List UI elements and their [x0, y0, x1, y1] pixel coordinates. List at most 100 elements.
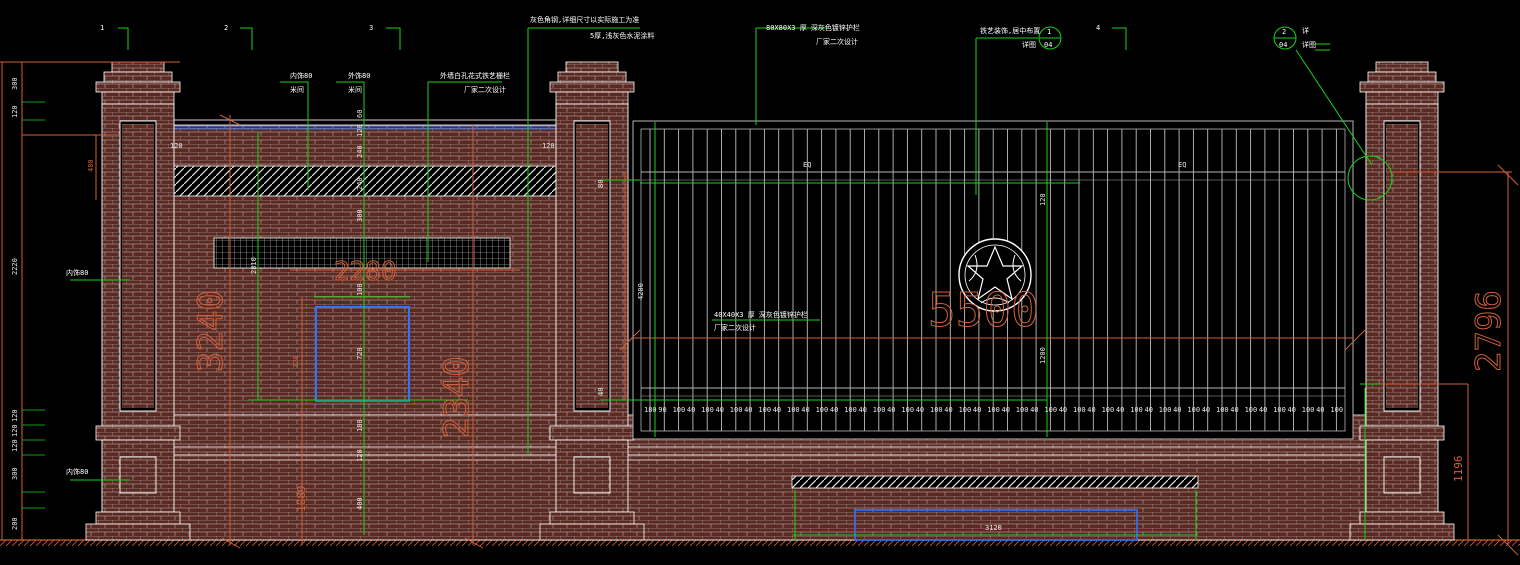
spacing-label: 40 [744, 406, 752, 414]
dim-300: 300 [356, 209, 364, 222]
grid-markers [118, 27, 1127, 50]
star-emblem [958, 238, 1032, 312]
spacing-label: 40 [1145, 406, 1153, 414]
spacing-label: 100 [1159, 406, 1172, 414]
spacing-label: 40 [1087, 406, 1095, 414]
spacing-label: 40 [773, 406, 781, 414]
spacing-label: 100 [873, 406, 886, 414]
ref-bubble-2-sheet: 04 [1279, 41, 1287, 49]
dim-80-top: 80 [597, 180, 605, 188]
spacing-label: 100 [730, 406, 743, 414]
spacing-label: 100 [1073, 406, 1086, 414]
pillar-left [85, 61, 191, 541]
pillar-right [1349, 61, 1455, 541]
ground-hatch [0, 540, 1520, 546]
callout-grille-2: 厂家二次设计 [464, 85, 506, 94]
callout-top-cap: 灰色角钢,详细尺寸以实际施工为准 [530, 15, 639, 24]
spacing-label: 100 [816, 406, 829, 414]
mesh-grille-panel [213, 237, 511, 269]
spacing-label: 40 [1059, 406, 1067, 414]
dim-1089: 1089 [295, 486, 308, 513]
dim-720-b: 720 [356, 347, 364, 360]
blue-window-frame [315, 306, 410, 402]
dim-400: 400 [356, 497, 364, 510]
dim-240-a: 240 [356, 145, 364, 158]
spacing-label: 100 [787, 406, 800, 414]
pillar-middle [539, 61, 645, 541]
spacing-label: 100 [1102, 406, 1115, 414]
spacing-label: 180 [644, 406, 657, 414]
spacing-label: 40 [1202, 406, 1210, 414]
spacing-label: 90 [658, 406, 666, 414]
spacing-label: 100 [930, 406, 943, 414]
spacing-label: 100 [758, 406, 771, 414]
spacing-label: 100 [1130, 406, 1143, 414]
callout-pillar-left-low: 内饰80 [66, 467, 88, 476]
spacing-label: 40 [687, 406, 695, 414]
spacing-label: 40 [973, 406, 981, 414]
dim-3240: 3240 [191, 290, 231, 372]
spacing-label: 40 [1230, 406, 1238, 414]
spacing-label: 40 [1288, 406, 1296, 414]
spacing-label: 100 [1216, 406, 1229, 414]
dim-120-rail: 120 [1039, 193, 1047, 206]
dim-2810: 2810 [250, 257, 258, 274]
grid-label-2: 2 [224, 24, 228, 32]
spacing-label: 40 [1259, 406, 1267, 414]
spacing-label: 40 [859, 406, 867, 414]
spacing-label: 100 [987, 406, 1000, 414]
spacing-label: 100 [1330, 406, 1343, 414]
dim-480: 480 [87, 159, 95, 172]
leader-lines [70, 27, 1465, 540]
dim-120-right: 120 [542, 142, 555, 150]
dim-left-bottom-120b: 120 [11, 424, 19, 437]
callout-detail: 详 [1302, 26, 1309, 35]
spacing-label: 100 [1302, 406, 1315, 414]
ref-bubble-1-num: 1 [1047, 28, 1051, 36]
callout-emblem: 铁艺装饰,居中布置 [980, 26, 1040, 35]
dim-2280: 2280 [334, 257, 397, 287]
spacing-label: 100 [673, 406, 686, 414]
callout-railing-mid-2: 厂家二次设计 [714, 323, 756, 332]
dim-5500: 5500 [928, 283, 1039, 337]
spacing-label: 100 [1044, 406, 1057, 414]
spacing-label: 40 [944, 406, 952, 414]
dim-left-120: 120 [11, 105, 19, 118]
dim-2796: 2796 [1469, 290, 1509, 372]
spacing-label: 40 [1316, 406, 1324, 414]
spacing-label: 100 [959, 406, 972, 414]
spacing-label: 100 [901, 406, 914, 414]
dim-40-low: 40 [597, 388, 605, 396]
callout-brick-in-2: 米间 [290, 85, 304, 94]
dim-eq-right: EQ [1178, 161, 1186, 169]
spacing-label: 40 [887, 406, 895, 414]
spacing-label: 40 [916, 406, 924, 414]
spacing-label: 40 [1173, 406, 1181, 414]
dim-100: 100 [356, 283, 364, 296]
spacing-label: 40 [716, 406, 724, 414]
dim-left-bottom-200: 200 [11, 517, 19, 530]
spacing-label: 40 [1030, 406, 1038, 414]
spacing-label: 40 [1116, 406, 1124, 414]
spacing-label: 100 [701, 406, 714, 414]
dimension-lines [0, 61, 1519, 556]
dim-left-bottom-300: 300 [11, 467, 19, 480]
dim-120-c: 120 [356, 449, 364, 462]
dim-720: 720 [292, 355, 300, 368]
spacing-label: 40 [830, 406, 838, 414]
callout-grille: 外墙白孔花式铁艺栅栏 [440, 71, 510, 80]
left-dim-ticks [22, 101, 45, 509]
spacing-label: 100 [1187, 406, 1200, 414]
dim-eq-left: EQ [803, 161, 811, 169]
dim-120-left: 120 [170, 142, 183, 150]
callout-brick-in: 内饰80 [290, 71, 312, 80]
callout-railing-top-2: 厂家二次设计 [816, 37, 858, 46]
dim-3120: 3120 [985, 524, 1002, 532]
dim-4200: 4200 [637, 283, 645, 300]
spacing-label: 100 [844, 406, 857, 414]
dim-180: 180 [356, 419, 364, 432]
dim-120-col: 120 [356, 124, 364, 137]
callout-detail-2: 详图 [1302, 40, 1316, 49]
dim-left-2220: 2220 [11, 258, 19, 275]
grid-label-4: 4 [1096, 24, 1100, 32]
